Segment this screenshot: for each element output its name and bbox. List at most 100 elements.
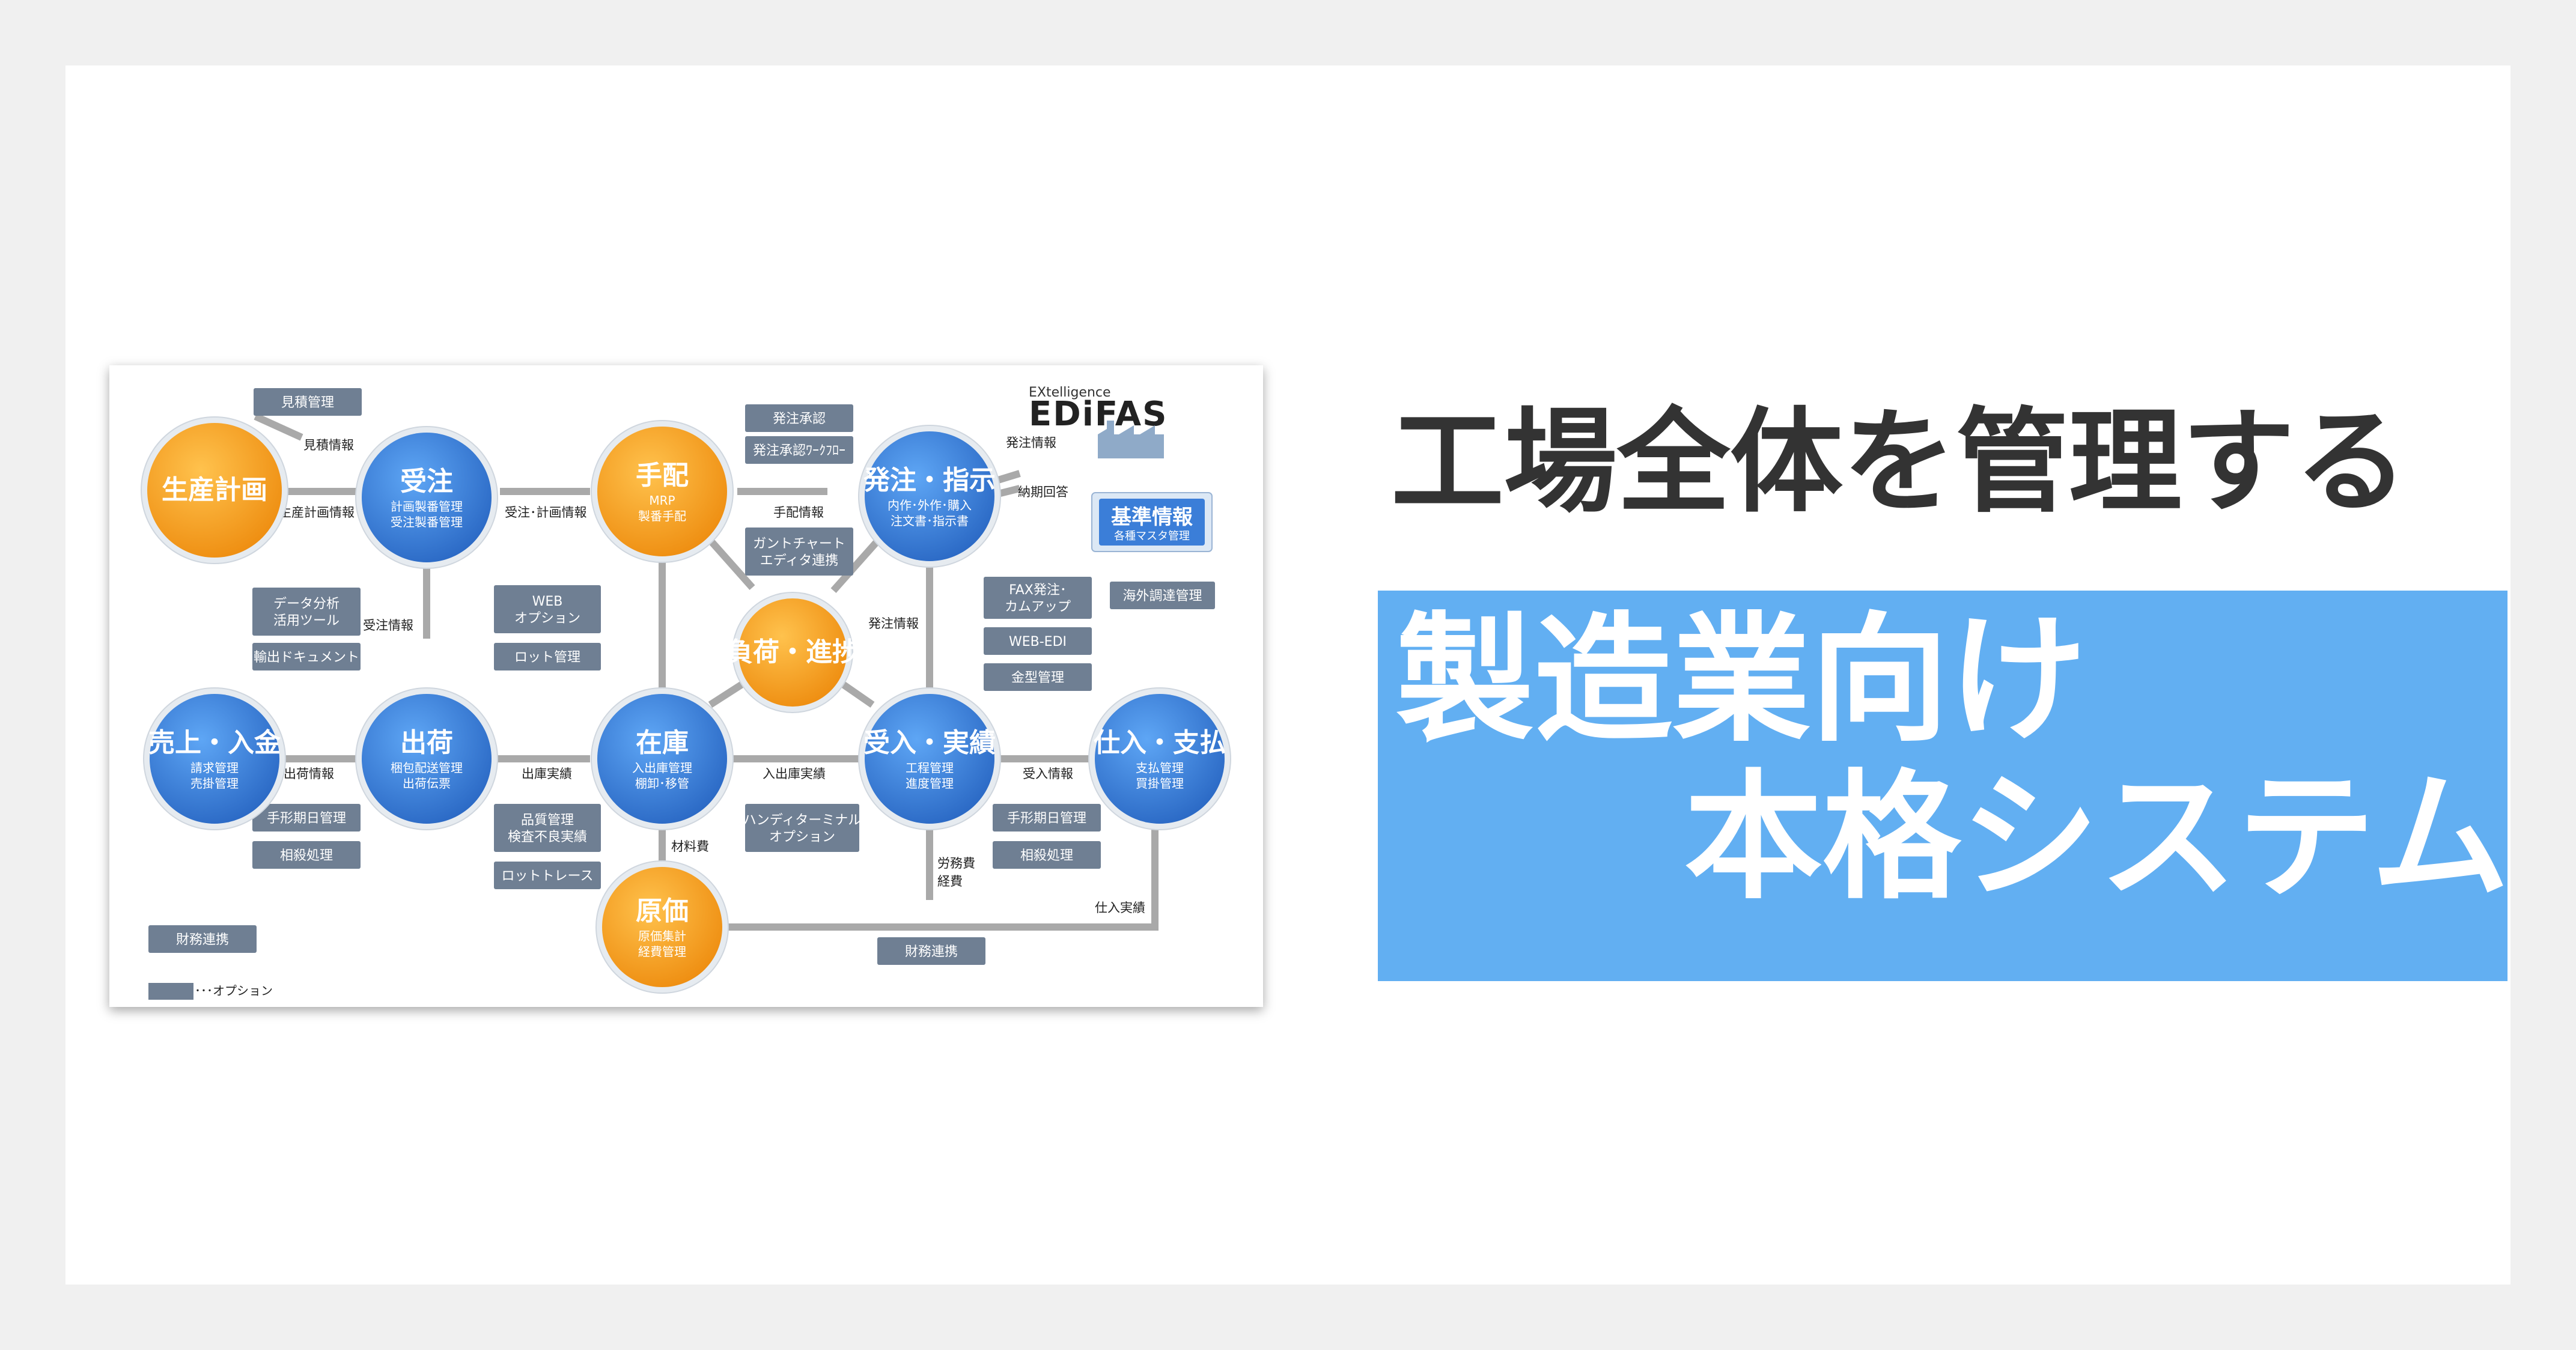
- option-box-kanagata[interactable]: 金型管理: [984, 663, 1092, 691]
- option-box-hatchu-shonin[interactable]: 発注承認: [745, 404, 853, 432]
- flow-label-tehai-info: 手配情報: [773, 505, 824, 520]
- node-title: 受注: [400, 466, 453, 497]
- flow-label-roumu: 労務費: [937, 856, 975, 871]
- flow-label-juchu-keikaku-info: 受注･計画情報: [505, 505, 587, 520]
- banner: 製造業向け 本格システム: [1378, 591, 2509, 981]
- option-box-lot-trace[interactable]: ロットトレース: [494, 862, 601, 889]
- flow-label-shiire-jisseki: 仕入実績: [1095, 901, 1145, 915]
- option-box-line1: 発注承認ﾜｰｸﾌﾛｰ: [753, 443, 845, 458]
- factory-icon: [1098, 421, 1164, 458]
- flow-labels: 見積情報 生産計画情報 受注･計画情報 手配情報 発注情報 納期回答 受注情報 …: [279, 436, 1145, 915]
- option-box-line2: 検査不良実績: [508, 830, 587, 845]
- option-box-line1: 財務連携: [176, 932, 229, 947]
- flow-label-mitsumori-info: 見積情報: [303, 438, 354, 452]
- node-title: 負荷・進捗: [726, 637, 859, 667]
- node-sub2: 出荷伝票: [403, 776, 451, 791]
- option-box-line2: 活用ツール: [273, 613, 340, 628]
- option-box-line1: データ分析: [273, 597, 340, 612]
- option-box-sousai-left[interactable]: 相殺処理: [252, 841, 361, 869]
- option-box-sousai-right[interactable]: 相殺処理: [993, 841, 1101, 869]
- node-sub2: 注文書･指示書: [891, 514, 969, 528]
- node-fuka[interactable]: 負荷・進捗: [726, 592, 859, 713]
- option-box-line2: オプション: [514, 611, 580, 626]
- node-sub2: 経費管理: [638, 944, 686, 959]
- option-box-line1: 手形期日管理: [1007, 811, 1086, 826]
- node-seisan[interactable]: 生産計画: [141, 416, 288, 564]
- option-box-line1: 手形期日管理: [267, 811, 346, 826]
- option-box-line1: 金型管理: [1011, 670, 1064, 686]
- kijun-title: 基準情報: [1111, 505, 1193, 529]
- node-title: 出荷: [400, 728, 453, 758]
- option-box-line1: ロット管理: [514, 650, 580, 665]
- edifas-logo: EXtelligence EDiFAS: [1029, 385, 1168, 458]
- option-box-line1: 相殺処理: [1020, 848, 1073, 863]
- option-box-zaimu-bottom[interactable]: 財務連携: [877, 937, 985, 965]
- option-box-line2: オプション: [769, 830, 835, 845]
- flow-label-hatchu-info-mid: 発注情報: [868, 616, 919, 631]
- option-box-mitsumori[interactable]: 見積管理: [254, 388, 362, 416]
- node-sub2: 進度管理: [906, 776, 954, 791]
- option-box-yushutsu[interactable]: 輸出ドキュメント: [252, 643, 361, 670]
- node-sub1: 内作･外作･購入: [888, 498, 972, 512]
- node-title: 発注・指示: [863, 465, 996, 496]
- option-box-kaigai[interactable]: 海外調達管理: [1110, 582, 1215, 609]
- option-box-line2: カムアップ: [1005, 600, 1071, 615]
- logo-big-text: EDiFAS: [1029, 395, 1168, 434]
- flow-label-noki: 納期回答: [1018, 485, 1068, 499]
- option-box-tegata-right[interactable]: 手形期日管理: [993, 804, 1101, 832]
- option-box-line1: 財務連携: [905, 944, 958, 959]
- node-sub2: 製番手配: [638, 509, 686, 523]
- option-box-line1: ハンディターミナル: [743, 813, 861, 828]
- flow-label-keihi: 経費: [937, 874, 963, 889]
- node-sub1: 梱包配送管理: [391, 761, 463, 775]
- node-sub2: 受注製番管理: [391, 515, 463, 529]
- node-sub1: MRP: [649, 493, 675, 508]
- node-sub2: 売掛管理: [190, 776, 239, 791]
- node-title: 生産計画: [162, 475, 267, 505]
- flow-label-nyushukko: 入出庫実績: [763, 767, 826, 781]
- kijun-box[interactable]: 基準情報 各種マスタ管理: [1091, 492, 1213, 552]
- node-sub2: 棚卸･移管: [635, 776, 689, 791]
- node-title: 原価: [636, 896, 689, 926]
- option-box-line2: エディタ連携: [760, 553, 838, 568]
- option-box-line1: ガントチャート: [753, 537, 845, 552]
- option-box-lot[interactable]: ロット管理: [494, 643, 601, 670]
- node-sub1: 入出庫管理: [632, 761, 692, 775]
- option-box-tegata-left[interactable]: 手形期日管理: [252, 804, 361, 832]
- flow-label-ukeire-info: 受入情報: [1023, 767, 1073, 781]
- option-box-line1: WEB-EDI: [1009, 634, 1067, 649]
- flow-label-hatchu-info-top: 発注情報: [1006, 436, 1056, 450]
- banner-line-1: 製造業向け: [1396, 600, 2087, 761]
- flow-label-shukko: 出庫実績: [522, 767, 572, 781]
- option-box-fax[interactable]: FAX発注･ カムアップ: [984, 577, 1092, 619]
- flow-label-seisan-info: 生産計画情報: [279, 505, 355, 520]
- option-box-line1: FAX発注･: [1009, 583, 1067, 598]
- node-sub1: 原価集計: [638, 929, 686, 943]
- option-box-hatchu-wf[interactable]: 発注承認ﾜｰｸﾌﾛｰ: [745, 436, 853, 464]
- option-box-line1: 発注承認: [773, 412, 826, 427]
- option-box-line1: 相殺処理: [280, 848, 333, 863]
- node-title: 手配: [636, 460, 689, 491]
- legend: ･･･オプション: [148, 983, 273, 1000]
- flow-label-juchu-info: 受注情報: [363, 618, 413, 633]
- node-title: 在庫: [636, 728, 689, 758]
- option-box-web-edi[interactable]: WEB-EDI: [984, 627, 1092, 655]
- node-title: 売上・入金: [148, 728, 281, 758]
- node-sub2: 買掛管理: [1136, 776, 1184, 791]
- option-box-zaimu-left[interactable]: 財務連携: [148, 925, 257, 953]
